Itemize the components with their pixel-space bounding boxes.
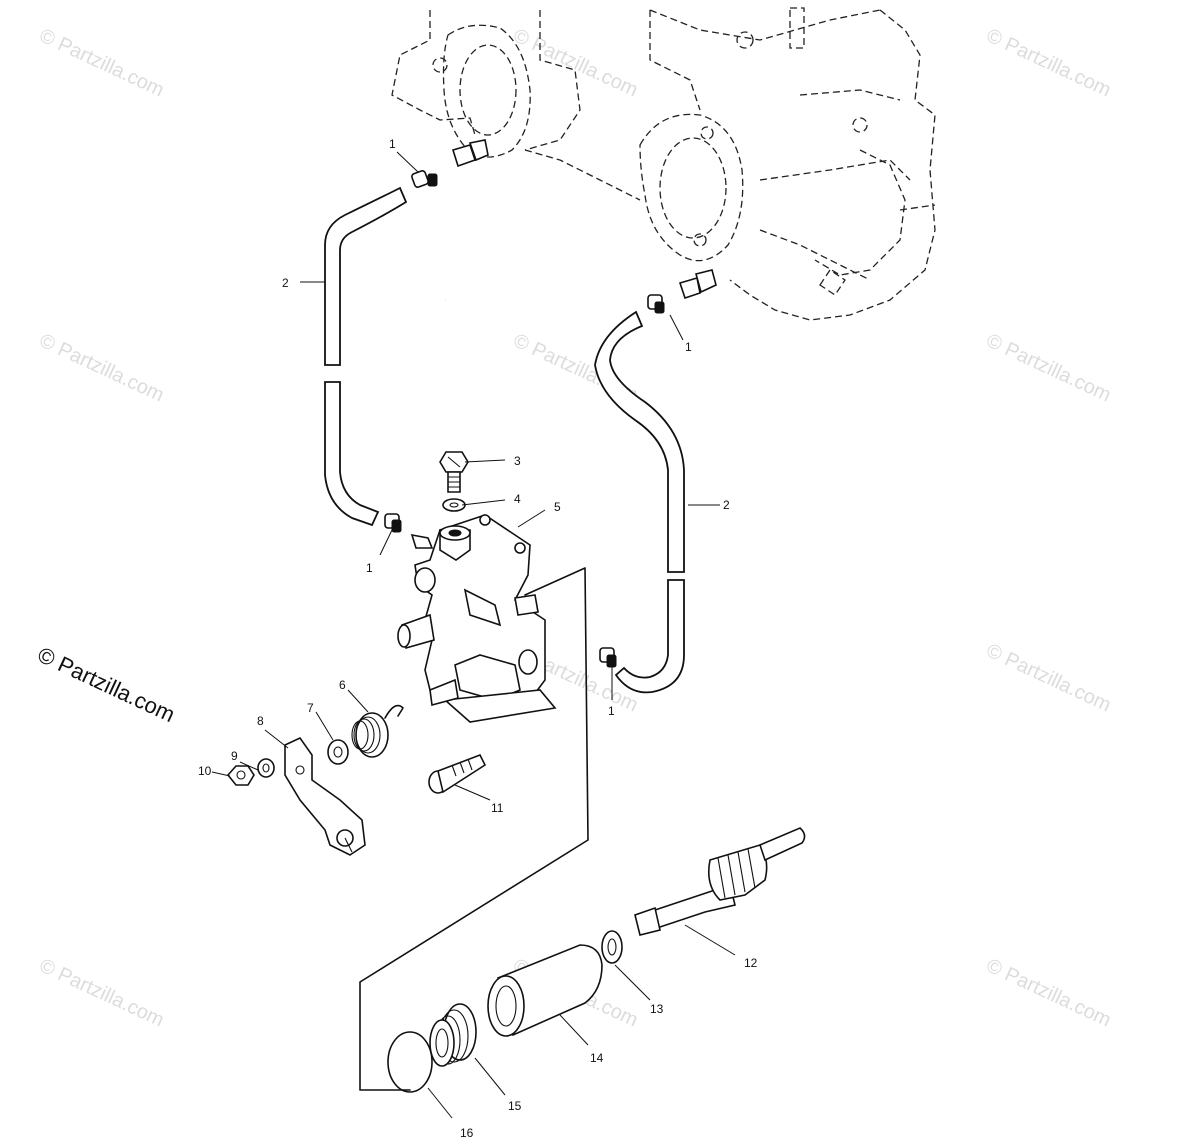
callout-1: 1 — [685, 340, 692, 354]
callout-1: 1 — [608, 704, 615, 718]
leader-lines — [211, 151, 736, 1119]
group-bracket — [359, 567, 589, 1091]
hose-clamp-1a — [411, 170, 438, 188]
watermark: © Partzilla.com — [983, 330, 1114, 407]
callout-16: 16 — [460, 1126, 474, 1140]
oil-pump-body-5 — [397, 514, 557, 723]
drive-shaft-12 — [634, 827, 806, 936]
callout-13: 13 — [650, 1002, 664, 1016]
callout-3: 3 — [514, 454, 521, 468]
callout-8: 8 — [257, 714, 264, 728]
washer-7 — [327, 739, 349, 765]
callout-2: 2 — [282, 276, 289, 290]
washer-4 — [442, 498, 466, 512]
callout-5: 5 — [554, 500, 561, 514]
seal-15 — [429, 1003, 477, 1067]
engine-crankcase — [391, 7, 936, 321]
engine-fitting-right — [678, 269, 717, 300]
banjo-bolt-3 — [439, 451, 469, 493]
callout-9: 9 — [231, 749, 238, 763]
callout-10: 10 — [198, 764, 212, 778]
washer-13 — [601, 930, 623, 964]
watermarks: © Partzilla.com © Partzilla.com © Partzi… — [36, 25, 1114, 1032]
return-spring-6 — [351, 704, 404, 758]
callouts: 1 1 1 1 2 2 3 4 5 6 7 8 9 10 11 12 13 14… — [198, 137, 758, 1140]
hose-clamp-1c — [384, 513, 402, 533]
hose-clamp-1b — [647, 294, 665, 314]
callout-7: 7 — [307, 701, 314, 715]
callout-15: 15 — [508, 1099, 522, 1113]
callout-6: 6 — [339, 678, 346, 692]
brand-label: © Partzilla.com — [34, 642, 179, 727]
nut-10 — [226, 765, 255, 786]
oil-hose-left — [324, 186, 408, 527]
watermark: © Partzilla.com — [36, 25, 167, 102]
callout-14: 14 — [590, 1051, 604, 1065]
callout-2: 2 — [723, 498, 730, 512]
lock-washer-9 — [257, 758, 275, 778]
snap-ring-16 — [387, 1031, 433, 1093]
oil-hose-right — [594, 310, 685, 694]
control-lever-8 — [284, 736, 366, 856]
callout-12: 12 — [744, 956, 758, 970]
callout-11: 11 — [491, 801, 504, 815]
watermark: © Partzilla.com — [983, 25, 1114, 102]
watermark: © Partzilla.com — [983, 955, 1114, 1032]
hose-clamp-1d — [599, 647, 617, 668]
watermark: © Partzilla.com — [36, 330, 167, 407]
watermark: © Partzilla.com — [983, 640, 1114, 717]
callout-1: 1 — [366, 561, 373, 575]
callout-1: 1 — [389, 137, 396, 151]
screw-11 — [428, 753, 487, 794]
watermark: © Partzilla.com — [36, 955, 167, 1032]
callout-4: 4 — [514, 492, 521, 506]
engine-fitting-left — [451, 139, 489, 168]
bushing-14 — [487, 944, 603, 1037]
